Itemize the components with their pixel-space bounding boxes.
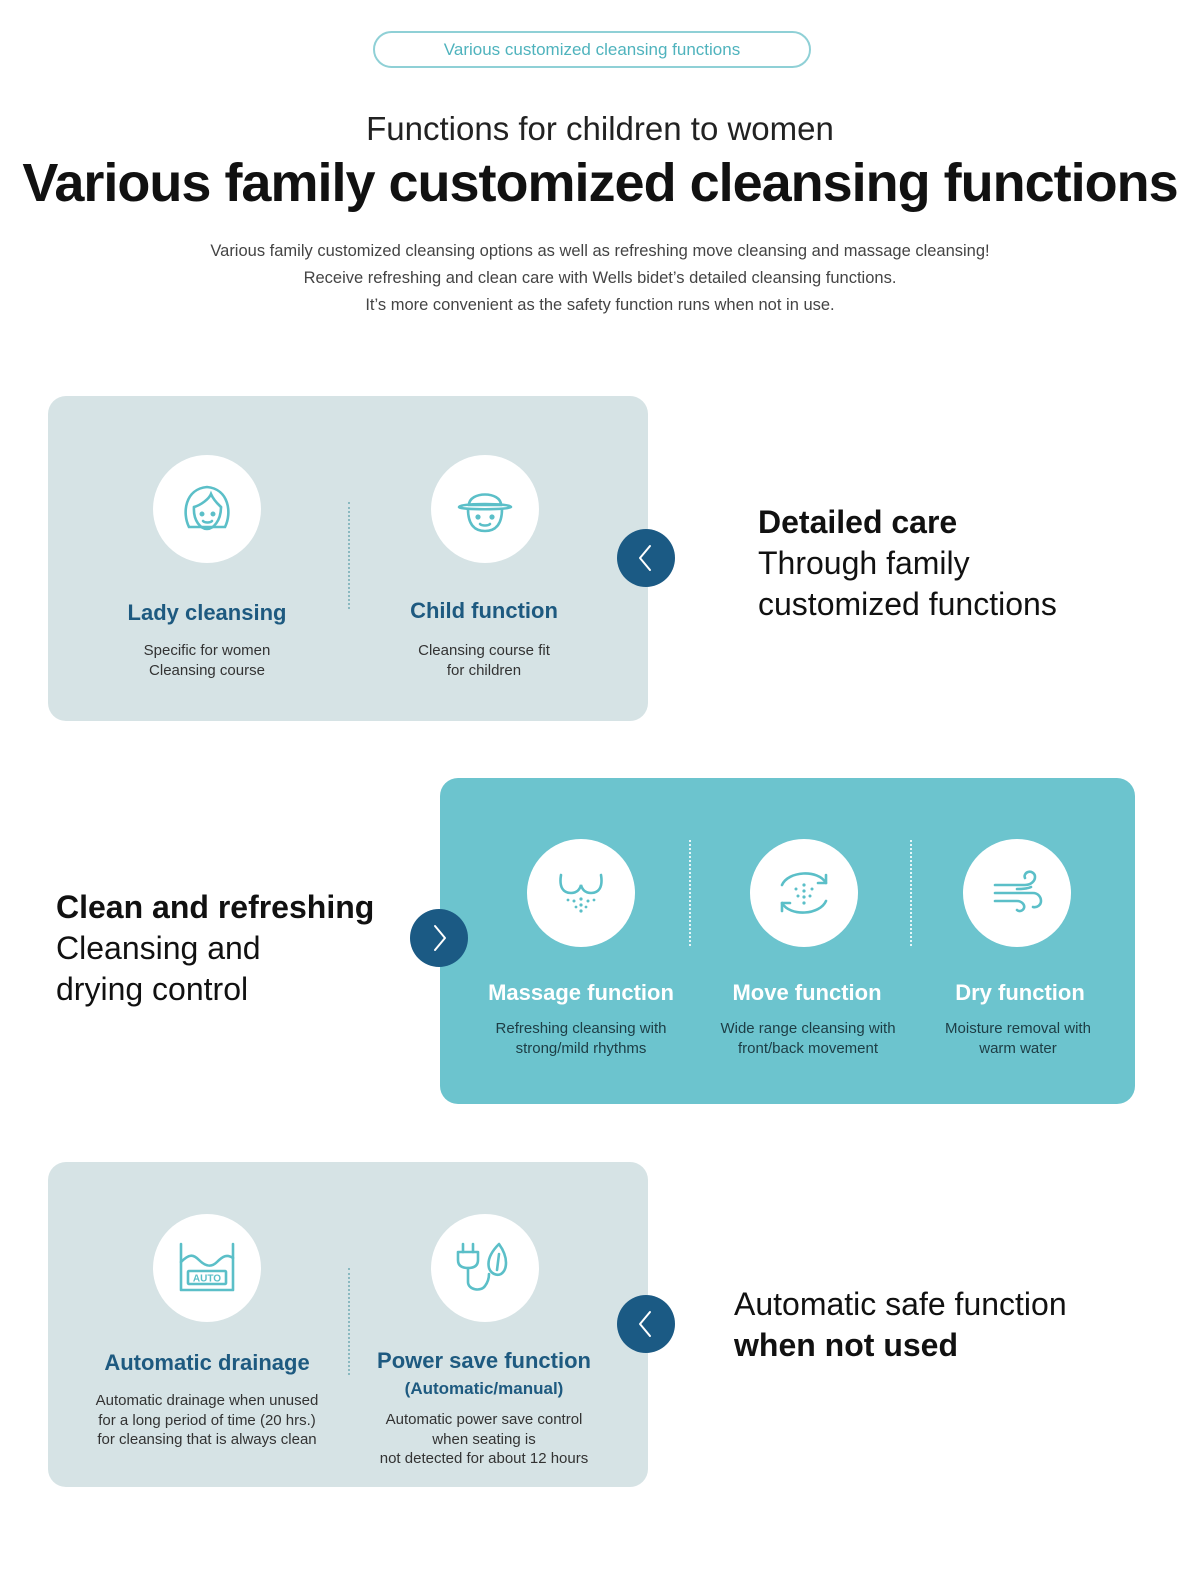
- heading-line: customized functions: [758, 586, 1057, 622]
- heading-line: Cleansing and: [56, 930, 261, 966]
- power-save-desc: Automatic power save control when seatin…: [352, 1410, 616, 1469]
- chevron-left-icon: [639, 545, 651, 571]
- child-face-icon: [457, 493, 513, 533]
- divider: [689, 840, 691, 946]
- desc-line: Refreshing cleansing with: [495, 1020, 667, 1037]
- dry-icon-circle: [963, 839, 1071, 947]
- child-function-icon-circle: [431, 455, 539, 563]
- child-function-title: Child function: [410, 598, 558, 623]
- desc-line: not detected for about 12 hours: [379, 1450, 589, 1467]
- desc-line: for cleansing that is always clean: [97, 1431, 317, 1448]
- heading-bold: Clean and refreshing: [56, 889, 375, 925]
- auto-drain-icon-circle: AUTO: [153, 1214, 261, 1322]
- move-icon: [780, 872, 828, 914]
- desc-line: Moisture removal with: [945, 1020, 1091, 1037]
- move-function-title: Move function: [732, 980, 882, 1005]
- desc-line: Wide range cleansing with: [720, 1020, 896, 1037]
- child-function-desc: Cleansing course fit for children: [355, 641, 613, 680]
- power-save-icon-circle: [431, 1214, 539, 1322]
- desc-line: when seating is: [432, 1430, 536, 1448]
- heading-bold: when not used: [734, 1327, 958, 1363]
- desc-line: Specific for women: [143, 642, 271, 659]
- desc-line: Cleansing course fit: [418, 642, 550, 659]
- intro-text: Various family customized cleansing opti…: [0, 238, 1200, 319]
- massage-icon-circle: [527, 839, 635, 947]
- intro-line: Receive refreshing and clean care with W…: [303, 269, 897, 287]
- lady-cleansing-desc: Specific for women Cleansing course: [78, 641, 336, 680]
- next-arrow-button[interactable]: [410, 909, 468, 967]
- dry-function-title: Dry function: [955, 980, 1085, 1005]
- detailed-care-heading: Detailed care Through family customized …: [758, 502, 1158, 625]
- page-subtitle: Functions for children to women: [366, 110, 834, 147]
- desc-line: front/back movement: [737, 1039, 879, 1057]
- plug-leaf-icon: [456, 1242, 508, 1291]
- wind-icon: [993, 870, 1043, 913]
- divider: [348, 1268, 350, 1375]
- massage-function-title: Massage function: [488, 980, 674, 1005]
- desc-line: strong/mild rhythms: [515, 1039, 647, 1057]
- auto-drainage-desc: Automatic drainage when unused for a lon…: [68, 1391, 346, 1450]
- heading-line: drying control: [56, 971, 249, 1007]
- auto-drain-icon: AUTO: [179, 1242, 235, 1292]
- heading-line: Through family: [758, 545, 970, 581]
- heading-line: Automatic safe function: [734, 1286, 1067, 1322]
- move-icon-circle: [750, 839, 858, 947]
- lady-cleansing-icon-circle: [153, 455, 261, 563]
- desc-line: for a long period of time (20 hrs.): [98, 1411, 316, 1429]
- prev-arrow-button[interactable]: [617, 529, 675, 587]
- divider: [348, 502, 350, 609]
- desc-line: Automatic drainage when unused: [95, 1392, 319, 1409]
- massage-icon: [559, 873, 603, 913]
- desc-line: for children: [446, 661, 522, 679]
- page-title: Various family customized cleansing func…: [22, 153, 1178, 213]
- power-save-title: Power save function: [377, 1348, 591, 1373]
- desc-line: Automatic power save control: [385, 1411, 583, 1428]
- heading-bold: Detailed care: [758, 504, 958, 540]
- auto-label: AUTO: [193, 1274, 221, 1285]
- intro-line: Various family customized cleansing opti…: [210, 242, 990, 260]
- auto-drainage-title: Automatic drainage: [104, 1350, 310, 1375]
- dry-function-desc: Moisture removal with warm water: [905, 1019, 1131, 1058]
- move-function-desc: Wide range cleansing with front/back mov…: [692, 1019, 924, 1058]
- massage-function-desc: Refreshing cleansing with strong/mild rh…: [466, 1019, 696, 1058]
- category-pill: Various customized cleansing functions: [373, 31, 811, 68]
- lady-face-icon: [184, 485, 230, 531]
- prev-arrow-button[interactable]: [617, 1295, 675, 1353]
- clean-refreshing-heading: Clean and refreshing Cleansing and dryin…: [56, 887, 416, 1010]
- desc-line: Cleansing course: [149, 661, 265, 679]
- auto-safe-heading: Automatic safe function when not used: [734, 1284, 1174, 1366]
- desc-line: warm water: [979, 1039, 1057, 1057]
- chevron-right-icon: [434, 925, 446, 951]
- power-save-subtitle: (Automatic/manual): [404, 1379, 564, 1398]
- divider: [910, 840, 912, 946]
- lady-cleansing-title: Lady cleansing: [127, 600, 287, 625]
- intro-line: It’s more convenient as the safety funct…: [365, 296, 835, 314]
- chevron-left-icon: [639, 1311, 651, 1337]
